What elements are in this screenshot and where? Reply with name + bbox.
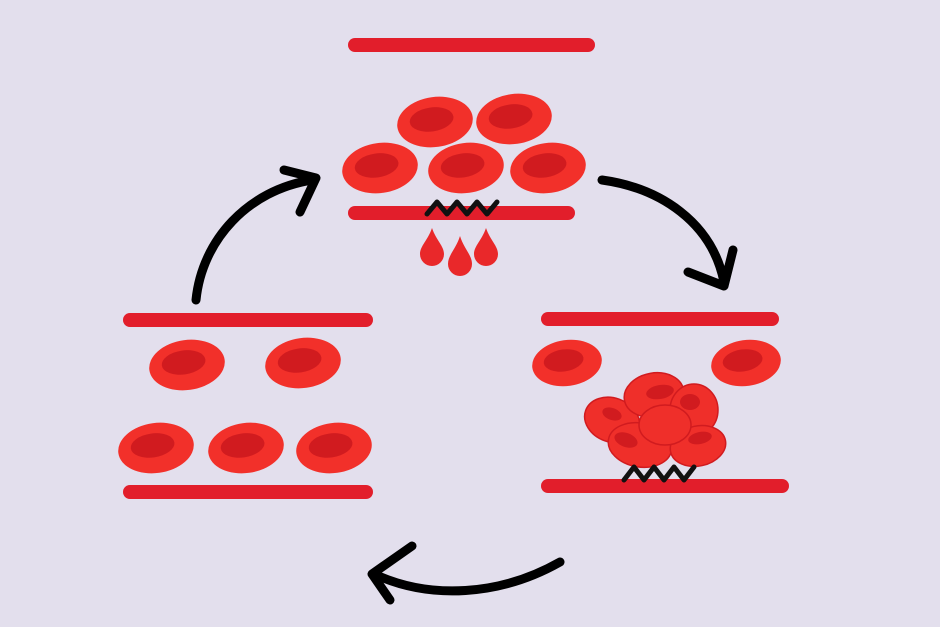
- blood-clot-mass: [583, 371, 727, 469]
- stage-healed: [118, 313, 373, 499]
- stage-injury: [342, 38, 595, 276]
- blood-drop-icon: [448, 236, 472, 276]
- flow-waves-icon: [408, 61, 528, 81]
- red-blood-cell: [510, 142, 586, 194]
- wound-zigzag-icon: [424, 199, 500, 217]
- blood-drop-icon: [474, 228, 498, 266]
- red-blood-cell: [118, 422, 194, 474]
- red-blood-cell: [208, 422, 284, 474]
- flow-waves-icon: [608, 344, 714, 362]
- red-blood-cell: [265, 337, 341, 389]
- red-blood-cell: [397, 96, 473, 148]
- red-blood-cell: [711, 339, 781, 387]
- red-blood-cell: [428, 142, 504, 194]
- blood-drop-icon: [420, 228, 444, 266]
- stage-clot: [532, 312, 789, 493]
- arrow-clot-to-healed: [367, 541, 565, 605]
- red-blood-cell: [149, 339, 225, 391]
- red-blood-cell: [296, 422, 372, 474]
- red-blood-cell: [342, 142, 418, 194]
- arrow-injury-to-clot: [597, 175, 738, 291]
- red-blood-cell: [476, 93, 552, 145]
- red-blood-cell: [532, 339, 602, 387]
- flow-waves-icon: [188, 390, 308, 410]
- wound-zigzag-icon: [621, 464, 697, 483]
- arrow-healed-to-injury: [191, 165, 321, 305]
